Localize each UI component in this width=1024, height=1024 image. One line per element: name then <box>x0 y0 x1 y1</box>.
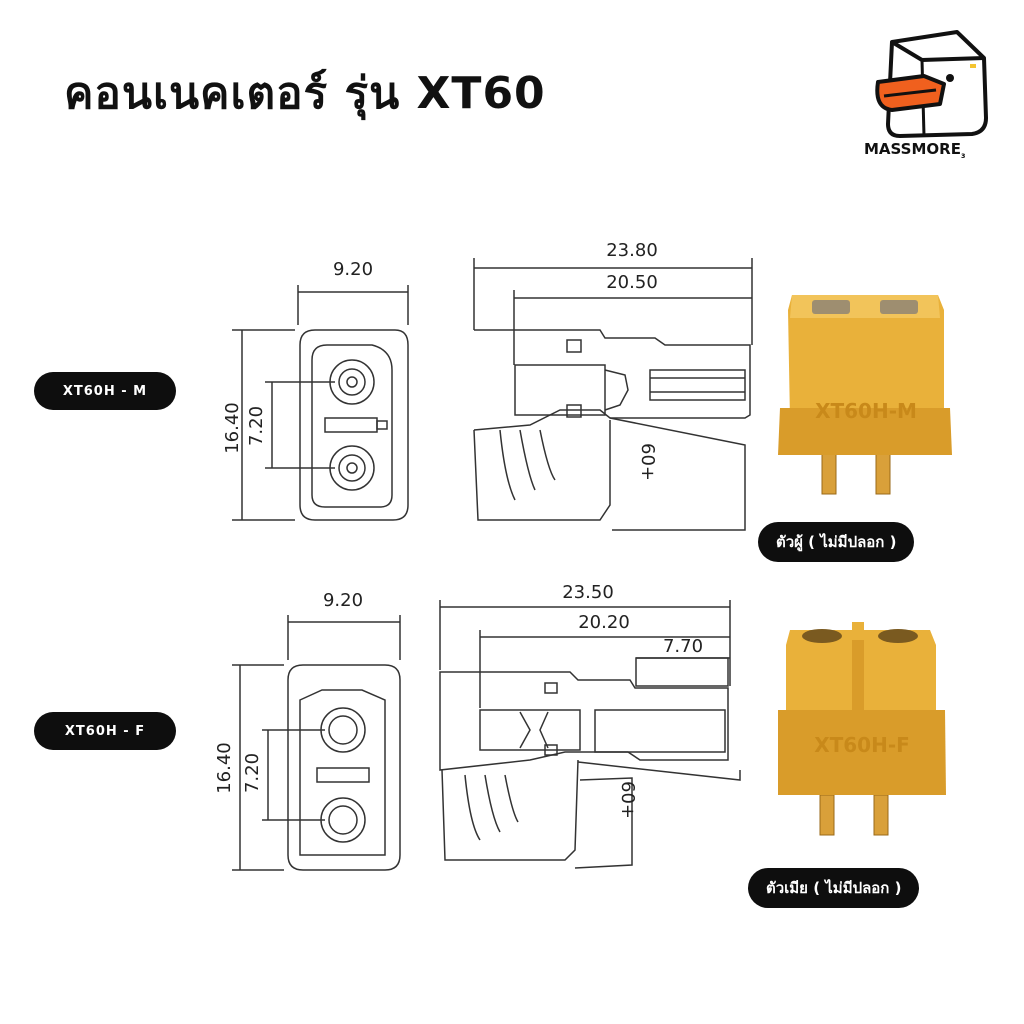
brand-name: MASSMOREɜ <box>864 140 966 160</box>
male-front-height-label: 16.40 <box>222 402 243 454</box>
female-front-width-label: 9.20 <box>323 590 363 611</box>
female-side-socket-label: 7.70 <box>663 636 703 657</box>
female-front-view <box>232 615 401 871</box>
female-model-label: XT60H - F <box>34 712 176 750</box>
male-pin-spacing-label: 7.20 <box>246 406 267 446</box>
female-side-inner-label: 20.20 <box>578 612 630 633</box>
male-body-text: XT60H-M <box>815 399 917 423</box>
female-note-label: ตัวเมีย ( ไม่มีปลอก ) <box>748 868 920 908</box>
male-front-view <box>232 285 409 521</box>
male-note-label: ตัวผู้ ( ไม่มีปลอก ) <box>758 522 915 562</box>
male-connector-photo: XT60H-M <box>778 295 952 495</box>
massmore-logo <box>875 30 988 138</box>
male-front-width-label: 9.20 <box>333 259 373 280</box>
female-body-text: XT60H-F <box>814 733 910 757</box>
female-connector-photo: XT60H-F <box>778 622 946 836</box>
male-side-total-label: 23.80 <box>606 240 658 261</box>
female-side-view <box>439 600 741 869</box>
male-model-label: XT60H - M <box>34 372 176 410</box>
female-side-total-label: 23.50 <box>562 582 614 603</box>
page-title: คอนเนคเตอร์ รุ่น XT60 <box>64 68 546 119</box>
male-side-mark: 60+ <box>637 443 658 481</box>
female-pin-spacing-label: 7.20 <box>242 753 263 793</box>
female-side-mark: 60+ <box>617 781 638 819</box>
male-side-inner-label: 20.50 <box>606 272 658 293</box>
female-front-height-label: 16.40 <box>214 742 235 794</box>
male-side-view <box>473 258 753 531</box>
